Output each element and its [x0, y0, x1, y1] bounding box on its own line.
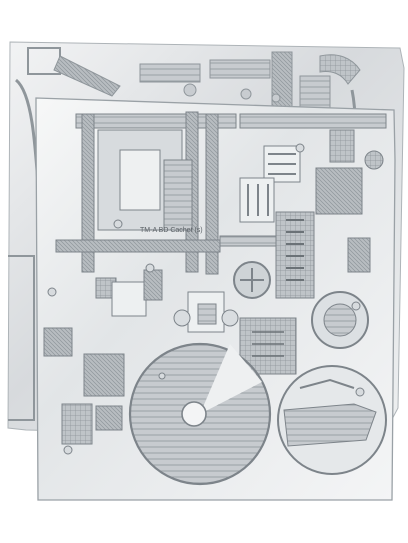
- large-disc-part: [128, 342, 272, 486]
- front-metal-sheet: TM-A BD Cachet (s): [35, 97, 396, 501]
- sheet-label: TM-A BD Cachet (s): [140, 227, 203, 234]
- circular-stage-part: [277, 365, 387, 475]
